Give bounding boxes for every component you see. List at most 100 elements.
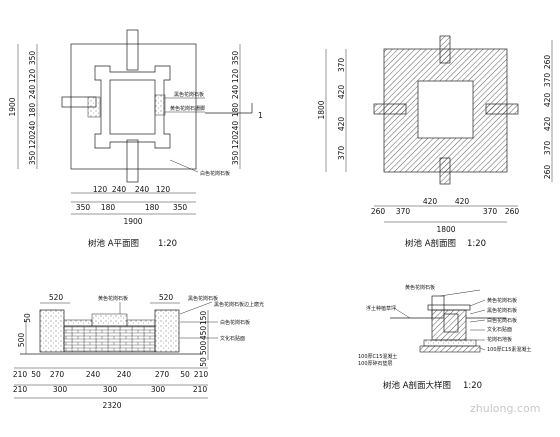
plan-a-title: 树池 A平面图 bbox=[88, 238, 139, 249]
detail-label: 100厚碎石垫层 bbox=[358, 360, 393, 367]
elevation-top-dim: 520 bbox=[159, 293, 174, 302]
plan-left-dim: 180 bbox=[28, 103, 37, 118]
section-a-scale: 1:20 bbox=[467, 239, 486, 249]
plan-left-total: 1900 bbox=[8, 97, 17, 116]
plan-arm-bottom bbox=[126, 139, 139, 183]
detail-label: 文化石贴面 bbox=[487, 326, 512, 333]
elevation-right-dim: 50 bbox=[199, 357, 208, 367]
detail-curb-opening bbox=[443, 313, 459, 333]
elevation-a-drawing: 520 520 50 500 150 450 500 50 黄色花岗石板 黑色花… bbox=[13, 293, 264, 410]
elevation-cap-mid bbox=[91, 313, 128, 327]
plan-bottom-dim: 180 bbox=[101, 203, 116, 212]
elevation-left-dim: 500 bbox=[17, 333, 26, 348]
section-a-drawing: 370 420 420 370 1800 260 370 420 420 370… bbox=[317, 35, 553, 249]
elevation-left-post bbox=[39, 309, 65, 353]
elevation-bottom-dim: 300 bbox=[53, 385, 68, 394]
section-bottom-dim: 260 bbox=[505, 207, 520, 216]
elevation-label: 文化石贴面 bbox=[220, 335, 245, 342]
plan-infill-right bbox=[154, 94, 166, 116]
plan-outer-square bbox=[70, 43, 197, 170]
elevation-bottom-dim: 240 bbox=[117, 370, 132, 379]
detail-label: 黄色花岗石板 bbox=[487, 297, 517, 304]
elevation-cap-right bbox=[126, 319, 156, 327]
plan-left-dim: 240 bbox=[28, 85, 37, 100]
elevation-bottom-dim: 300 bbox=[103, 385, 118, 394]
section-right-dim: 370 bbox=[543, 73, 552, 88]
detail-label: 黄色花岗石板 bbox=[405, 284, 435, 291]
plan-left-dim: 120 bbox=[28, 69, 37, 84]
detail-a-scale: 1:20 bbox=[463, 381, 482, 391]
section-left-total: 1800 bbox=[317, 100, 326, 119]
detail-curb-body bbox=[431, 309, 467, 341]
detail-gravel-layer bbox=[419, 345, 481, 353]
plan-inner-opening bbox=[109, 79, 156, 135]
detail-label: 100厚C15素混凝土 bbox=[487, 346, 531, 353]
plan-label-yellow-granite: 黄色花岗石栅脚 bbox=[170, 105, 205, 112]
section-bottom-dimensions: 260 370 420 420 370 260 1800 bbox=[371, 197, 520, 234]
elevation-bottom-dim: 210 bbox=[13, 370, 28, 379]
elevation-right-dim: 450 bbox=[199, 326, 208, 341]
section-right-dim: 420 bbox=[543, 93, 552, 108]
section-left-dim: 420 bbox=[337, 85, 346, 100]
plan-left-dim: 120 bbox=[28, 135, 37, 150]
detail-a-drawing: 黄色花岗石板 浮土种植草坪 黄色花岗石板 黑色花岗石板 白色花岗石板 文化石贴面… bbox=[358, 284, 531, 391]
plan-right-dim: 120 bbox=[231, 135, 240, 150]
plan-arm-top bbox=[126, 29, 139, 71]
plan-inner-frame bbox=[94, 65, 171, 149]
section-inner-opening bbox=[417, 80, 474, 139]
elevation-bottom-dim: 50 bbox=[31, 370, 41, 379]
section-right-dim: 420 bbox=[543, 117, 552, 132]
elevation-right-dimensions: 150 450 500 50 bbox=[199, 310, 209, 367]
plan-right-dim: 350 bbox=[231, 51, 240, 66]
detail-label: 花岗石地板 bbox=[487, 336, 512, 343]
elevation-bottom-dim: 210 bbox=[194, 370, 209, 379]
plan-a-scale: 1:20 bbox=[158, 239, 177, 249]
watermark: zhulong.com bbox=[470, 402, 540, 415]
plan-right-dim: 180 bbox=[231, 103, 240, 118]
plan-left-dimensions: 350 120 240 180 240 120 350 1900 bbox=[8, 44, 38, 169]
elevation-right-dim: 150 bbox=[199, 311, 208, 326]
elevation-cap-left bbox=[63, 319, 93, 327]
section-left-dim: 370 bbox=[337, 58, 346, 73]
plan-left-dim: 240 bbox=[28, 121, 37, 136]
plan-right-dim: 120 bbox=[231, 69, 240, 84]
detail-label: 白色花岗石板 bbox=[487, 317, 517, 324]
plan-right-dim: 350 bbox=[231, 151, 240, 166]
section-bottom-dim: 370 bbox=[483, 207, 498, 216]
plan-bottom-dim: 350 bbox=[173, 203, 188, 212]
elevation-bottom-dim: 210 bbox=[193, 385, 208, 394]
section-arm-top bbox=[439, 35, 451, 64]
section-arm-right bbox=[485, 103, 519, 115]
elevation-label: 黑色花岗石板边上磨光 bbox=[214, 301, 264, 308]
section-left-dim: 420 bbox=[337, 117, 346, 132]
elevation-top-dim: 520 bbox=[49, 293, 64, 302]
plan-right-dimensions: 350 120 240 180 240 120 350 bbox=[231, 44, 241, 169]
plan-bottom-dim: 350 bbox=[76, 203, 91, 212]
plan-right-dim: 240 bbox=[231, 121, 240, 136]
elevation-label: 黑色花岗石板 bbox=[188, 295, 218, 302]
detail-curb-cap bbox=[427, 304, 471, 311]
elevation-wall bbox=[63, 325, 156, 353]
plan-bottom-dimensions: 120 240 240 120 350 180 180 350 1900 bbox=[71, 185, 196, 226]
plan-left-dim: 350 bbox=[28, 51, 37, 66]
detail-concrete-layer bbox=[423, 339, 477, 347]
plan-bottom-dim: 240 bbox=[135, 185, 150, 194]
section-bottom-dim: 370 bbox=[396, 207, 411, 216]
plan-infill-left bbox=[87, 96, 101, 118]
elevation-bottom-dim: 270 bbox=[50, 370, 65, 379]
elevation-bottom-dim: 210 bbox=[13, 385, 28, 394]
plan-bottom-total: 1900 bbox=[123, 217, 142, 226]
section-arm-bottom bbox=[439, 157, 451, 185]
elevation-label: 白色花岗石板 bbox=[220, 319, 250, 326]
plan-section-mark: 1 bbox=[258, 111, 263, 120]
plan-bottom-dim: 240 bbox=[112, 185, 127, 194]
detail-label: 黑色花岗石板 bbox=[487, 307, 517, 314]
plan-bottom-dim: 120 bbox=[93, 185, 108, 194]
elevation-bottom-dimensions: 210 50 270 240 240 270 50 210 210 300 30… bbox=[13, 367, 209, 410]
section-left-dimensions: 370 420 420 370 1800 bbox=[317, 49, 347, 172]
plan-a-drawing: 1 黑色花岗石板 黄色花岗石栅脚 白色花岗石板 350 120 240 180 … bbox=[8, 29, 263, 249]
section-bottom-total: 1800 bbox=[436, 225, 455, 234]
elevation-top-dimensions: 520 520 bbox=[40, 293, 180, 304]
section-bottom-dim: 420 bbox=[455, 197, 470, 206]
